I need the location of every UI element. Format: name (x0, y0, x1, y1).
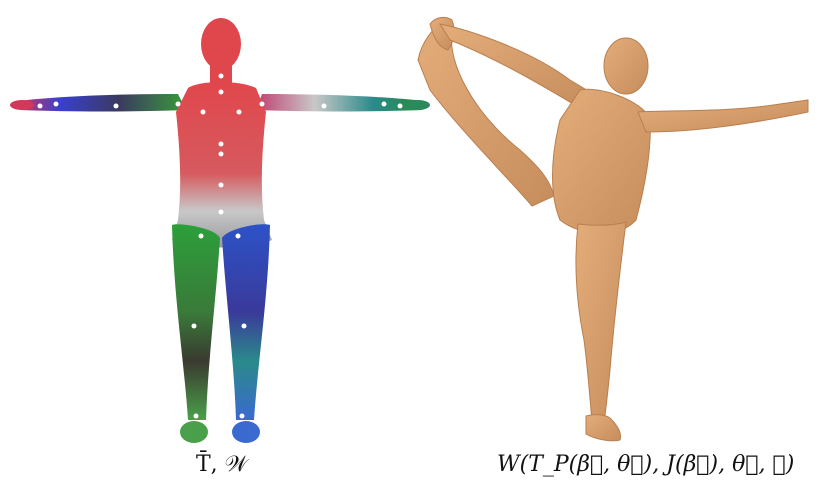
joint (38, 104, 43, 109)
joint (240, 414, 245, 419)
right-leg (222, 224, 270, 420)
joint (199, 234, 204, 239)
joint (219, 142, 224, 147)
extended-arm (638, 100, 808, 132)
joint (219, 210, 224, 215)
joint (219, 152, 224, 157)
joint (219, 183, 224, 188)
posed-mesh-panel: W(T_P(β⃗, θ⃗), J(β⃗), θ⃗, 𝒲) (400, 0, 818, 488)
head (201, 18, 241, 70)
posed-mesh-figure (400, 0, 818, 488)
right-foot (232, 421, 260, 443)
joint (237, 110, 242, 115)
caption-posed: W(T_P(β⃗, θ⃗), J(β⃗), θ⃗, 𝒲) (497, 452, 794, 477)
joint (194, 414, 199, 419)
joint (242, 324, 247, 329)
right-arm (256, 94, 424, 112)
left-leg (172, 224, 220, 420)
standing-foot (586, 415, 621, 441)
template-mesh-figure (0, 0, 430, 488)
joint (176, 102, 181, 107)
joint (201, 110, 206, 115)
joint (236, 234, 241, 239)
joint (114, 104, 119, 109)
posed-head (604, 38, 648, 94)
torso (172, 82, 272, 248)
left-arm (18, 94, 186, 112)
joint (192, 324, 197, 329)
left-hand (10, 100, 34, 110)
standing-leg (576, 222, 626, 422)
left-foot (180, 421, 208, 443)
joint (219, 90, 224, 95)
joint (322, 104, 327, 109)
joint (54, 102, 59, 107)
template-mesh-panel: T̄, 𝒲 (0, 0, 430, 488)
caption-template: T̄, 𝒲 (196, 452, 248, 477)
joint (219, 74, 224, 79)
joint (260, 102, 265, 107)
joint (382, 102, 387, 107)
posed-torso (553, 89, 651, 233)
